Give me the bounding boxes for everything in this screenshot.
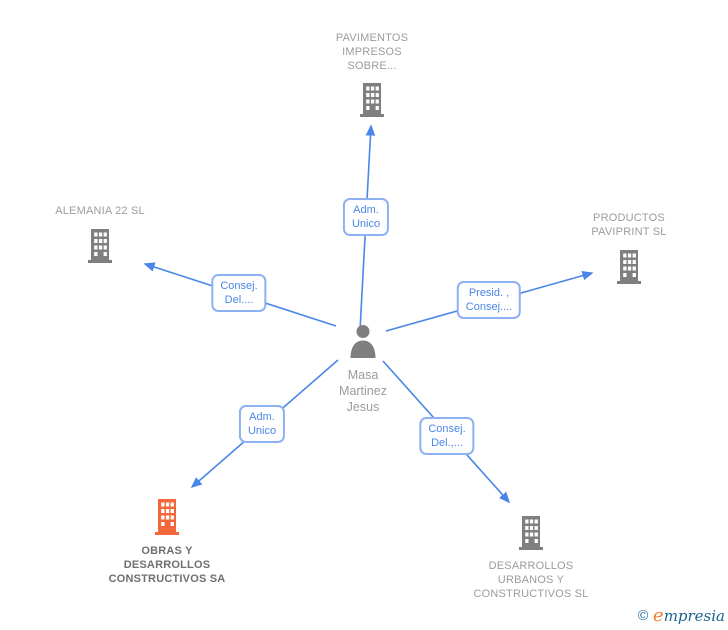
edge-label-line: Del.,... <box>431 437 463 449</box>
person-name-line: Masa <box>347 368 379 382</box>
edge-label-line: Consej.... <box>465 301 513 313</box>
edge-label-consej-del-bottom-right: Consej. Del.,... <box>419 417 475 455</box>
company-label-line: CONSTRUCTIVOS SA <box>108 573 226 585</box>
company-label-line: CONSTRUCTIVOS SL <box>473 588 589 600</box>
company-label-line: DESARROLLOS <box>488 560 574 572</box>
brand-name-rest: mpresia <box>663 607 725 625</box>
company-label-line: DESARROLLOS <box>123 559 211 571</box>
person-name-line: Martinez <box>339 384 387 398</box>
edge-label-line: Consej. <box>428 423 466 435</box>
building-icon <box>84 229 116 268</box>
edge-lines <box>143 124 594 504</box>
edge-label-line: Presid. , <box>468 287 510 299</box>
building-icon <box>515 516 547 555</box>
company-node-pavimentos[interactable]: PAVIMENTOS IMPRESOS SOBRE... <box>302 31 442 122</box>
company-label-line: OBRAS Y <box>141 545 193 557</box>
edge-label-line: Adm. <box>353 204 379 216</box>
person-icon <box>347 324 379 363</box>
company-node-productos[interactable]: PRODUCTOS PAVIPRINT SL <box>554 211 704 289</box>
company-label-line: PAVIPRINT SL <box>591 226 667 238</box>
company-label: PRODUCTOS PAVIPRINT SL <box>554 211 704 239</box>
company-node-urbanos[interactable]: DESARROLLOS URBANOS Y CONSTRUCTIVOS SL <box>451 516 611 601</box>
company-label: OBRAS Y DESARROLLOS CONSTRUCTIVOS SA <box>87 544 247 586</box>
copyright-symbol: © <box>636 608 651 624</box>
edge-label-line: Unico <box>247 425 277 437</box>
person-name-line: Jesus <box>346 400 380 414</box>
person-name: Masa Martinez Jesus <box>293 367 433 415</box>
brand-initial: e <box>653 605 664 626</box>
company-label-line: IMPRESOS <box>342 46 402 58</box>
company-label-line: ALEMANIA 22 SL <box>55 205 145 217</box>
company-label: DESARROLLOS URBANOS Y CONSTRUCTIVOS SL <box>451 559 611 601</box>
company-node-alemania[interactable]: ALEMANIA 22 SL <box>20 204 180 268</box>
company-label-line: URBANOS Y <box>497 574 565 586</box>
building-icon <box>613 250 645 289</box>
company-label-line: PRODUCTOS <box>593 212 665 224</box>
edge-label-line: Adm. <box>249 411 275 423</box>
edge-label-line: Unico <box>351 218 381 230</box>
building-icon <box>356 83 388 122</box>
edge-label-line: Consej. <box>220 280 258 292</box>
company-label: PAVIMENTOS IMPRESOS SOBRE... <box>302 31 442 73</box>
company-node-obras-highlighted[interactable]: OBRAS Y DESARROLLOS CONSTRUCTIVOS SA <box>87 499 247 586</box>
edge-label-presid-consej-right: Presid. , Consej.... <box>456 281 522 319</box>
person-node-masa-martinez-jesus[interactable]: Masa Martinez Jesus <box>293 324 433 415</box>
company-label-line: PAVIMENTOS <box>335 32 409 44</box>
edge-label-adm-unico-top: Adm. Unico <box>342 198 390 236</box>
company-label: ALEMANIA 22 SL <box>20 204 180 218</box>
empresia-brand-logo[interactable]: ©empresia <box>636 605 725 626</box>
edge-label-line: Del.... <box>224 294 254 306</box>
company-label-line: SOBRE... <box>347 60 397 72</box>
building-icon-highlighted <box>151 499 183 540</box>
edge-label-consej-del-left: Consej. Del.... <box>211 274 267 312</box>
edge-label-adm-unico-bottom: Adm. Unico <box>238 405 286 443</box>
